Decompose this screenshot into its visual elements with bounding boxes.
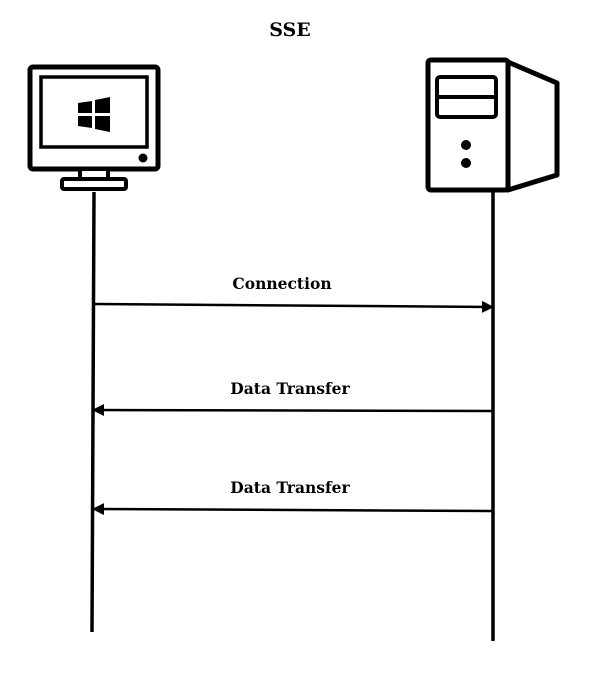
data-transfer-arrow-1 — [92, 404, 494, 417]
diagram-title: SSE — [269, 19, 311, 41]
message-label-data-transfer-2: Data Transfer — [230, 478, 350, 497]
server-tower-icon — [425, 57, 560, 193]
data-transfer-arrow-2 — [92, 503, 494, 516]
message-label-connection: Connection — [232, 274, 332, 293]
message-label-data-transfer-1: Data Transfer — [230, 379, 350, 398]
windows-logo-icon — [78, 97, 110, 132]
connection-arrow — [93, 300, 494, 313]
client-lifeline — [90, 191, 96, 633]
windows-desktop-monitor-icon — [27, 64, 161, 191]
